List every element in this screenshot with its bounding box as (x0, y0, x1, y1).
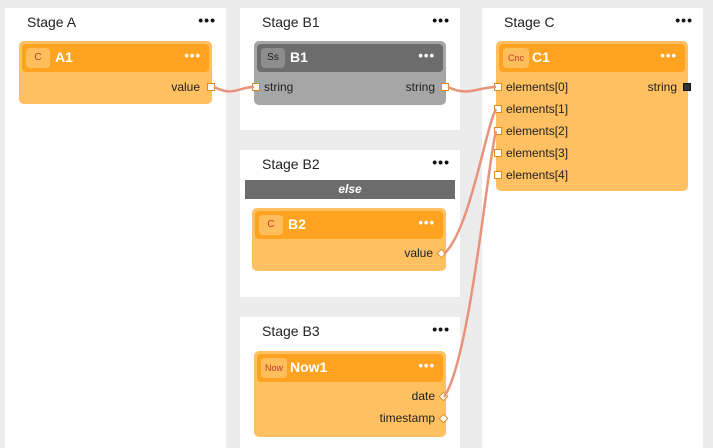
node-now1-timestamp-label: timestamp (379, 411, 435, 425)
node-c1-input-label: elements[1] (506, 102, 569, 116)
node-c1-input-label: elements[0] (506, 80, 569, 94)
node-c1-name: C1 (532, 49, 550, 65)
node-c1-input-label: elements[2] (506, 124, 569, 138)
node-now1-header[interactable]: Now Now1 ••• (257, 354, 443, 382)
node-a1-name: A1 (55, 49, 73, 65)
node-a1-menu-button[interactable]: ••• (184, 48, 201, 63)
node-c1-elements-3-input-port[interactable] (494, 149, 502, 157)
node-b1-string-output-port[interactable] (441, 83, 449, 91)
node-b1-input-label: string (264, 80, 294, 94)
node-b2-value-output-port[interactable] (436, 248, 447, 259)
node-now1-type-badge: Now (261, 358, 287, 378)
stage-c-title: Stage C (504, 14, 555, 30)
node-a1-value-output-port[interactable] (207, 83, 215, 91)
node-b2[interactable]: C B2 ••• value (252, 208, 447, 271)
node-c1-input-label: elements[4] (506, 168, 569, 182)
node-b2-menu-button[interactable]: ••• (418, 215, 435, 230)
node-a1-output-label: value (171, 80, 200, 94)
node-b1-header[interactable]: Ss B1 ••• (257, 44, 443, 72)
node-a1-type-badge: C (26, 48, 50, 68)
node-c1-elements-4-input-port[interactable] (494, 171, 502, 179)
stage-a-menu-button[interactable]: ••• (198, 12, 216, 28)
node-b1[interactable]: Ss B1 ••• string string (252, 41, 449, 105)
node-now1[interactable]: Now Now1 ••• date timestamp (254, 351, 449, 437)
stage-b2-menu-button[interactable]: ••• (432, 154, 450, 170)
node-b2-output-label: value (404, 246, 433, 260)
node-b1-menu-button[interactable]: ••• (418, 48, 435, 63)
stage-b3-menu-button[interactable]: ••• (432, 321, 450, 337)
node-c1-elements-2-input-port[interactable] (494, 127, 502, 135)
node-c1-elements-0-input-port[interactable] (494, 83, 502, 91)
node-c1-type-badge: Cnc (503, 48, 529, 68)
stage-b2-title: Stage B2 (262, 156, 320, 172)
node-b1-string-input-port[interactable] (252, 83, 260, 91)
node-b1-output-label: string (405, 80, 435, 94)
node-c1-elements-1-input-port[interactable] (494, 105, 502, 113)
node-c1-string-output-port[interactable] (683, 83, 691, 91)
node-b2-header[interactable]: C B2 ••• (255, 211, 443, 239)
node-b1-name: B1 (290, 49, 308, 65)
node-now1-date-label: date (411, 389, 435, 403)
node-b2-type-badge: C (259, 215, 283, 235)
node-now1-menu-button[interactable]: ••• (418, 358, 435, 373)
node-b2-name: B2 (288, 216, 306, 232)
stage-b1-title: Stage B1 (262, 14, 320, 30)
node-b1-type-badge: Ss (261, 48, 285, 68)
node-c1-output-label: string (647, 80, 677, 94)
node-now1-name: Now1 (290, 359, 328, 375)
node-a1[interactable]: C A1 ••• value (19, 41, 215, 104)
stage-b1-menu-button[interactable]: ••• (432, 12, 450, 28)
stage-a-title: Stage A (27, 14, 77, 30)
node-c1-input-label: elements[3] (506, 146, 569, 160)
node-c1-header[interactable]: Cnc C1 ••• (499, 44, 685, 72)
else-condition-bar[interactable]: else (245, 180, 455, 199)
stage-b3-title: Stage B3 (262, 323, 320, 339)
node-a1-header[interactable]: C A1 ••• (22, 44, 209, 72)
node-c1-menu-button[interactable]: ••• (660, 48, 677, 63)
stage-c-menu-button[interactable]: ••• (675, 12, 693, 28)
node-c1[interactable]: Cnc C1 ••• elements[0] elements[1] eleme… (494, 41, 691, 191)
